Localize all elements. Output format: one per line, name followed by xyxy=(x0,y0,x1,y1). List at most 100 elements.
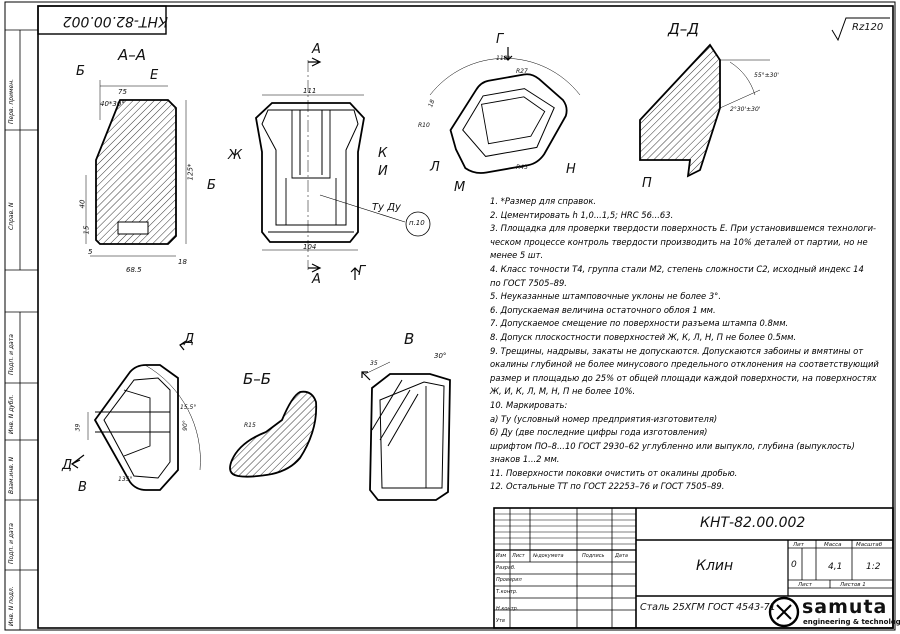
note-line: ческом процессе контроль твердости произ… xyxy=(490,236,868,247)
dim-r10: R10 xyxy=(418,122,430,129)
note-line: размер и площадью до 25% от общей площад… xyxy=(490,372,877,383)
side-label-inv-podl: Инв. N подл. xyxy=(8,586,15,626)
dim-5: 5 xyxy=(88,248,93,256)
dim-90deg: 90° xyxy=(181,420,189,431)
side-label-inv-dubl: Инв. N дубл. xyxy=(8,394,15,434)
item-ref-p10: п.10 xyxy=(409,219,425,227)
outer-frame xyxy=(4,1,896,631)
tb-col-date: Дата xyxy=(615,553,628,559)
label-v-bottom: В xyxy=(78,480,87,495)
title-scale: 1:2 xyxy=(866,562,881,572)
dim-55deg: 55°±30' xyxy=(754,72,779,79)
dim-30deg: 30° xyxy=(434,352,447,360)
tb-col-sign: Подпись xyxy=(582,553,605,559)
label-d-bottom: Д xyxy=(62,458,73,473)
view-label-v: В xyxy=(404,330,415,348)
title-col-scale: Масштаб xyxy=(856,542,883,548)
dim-40: 40 xyxy=(78,199,87,209)
dim-2deg30: 2°30'±30' xyxy=(730,106,761,113)
label-d-top: Д xyxy=(184,332,195,347)
dim-r15: R15 xyxy=(244,422,256,429)
dim-40x30: 40*30° xyxy=(100,100,125,108)
tb-col-doc: №докумета xyxy=(533,553,564,559)
note-line: а) Ту (условный номер предприятия-изгото… xyxy=(490,413,718,424)
view-v xyxy=(364,361,451,501)
note-line: Ж, И, К, Л, М, Н, П не более 10%. xyxy=(490,386,636,397)
roughness-value: Rz120 xyxy=(852,22,884,33)
dim-r27: R27 xyxy=(516,68,528,75)
dim-15: 15 xyxy=(82,225,91,235)
label-l: Л xyxy=(430,160,440,175)
label-e: Е xyxy=(150,68,159,83)
dim-r45: R45 xyxy=(516,164,528,171)
dim-39: 39 xyxy=(74,423,82,432)
dim-111: 111 xyxy=(303,87,317,95)
tb-col-izm: Изм xyxy=(496,553,507,559)
roughness-sign xyxy=(831,17,890,42)
view-g xyxy=(429,58,581,174)
note-line: 9. Трещины, надрывы, закаты не допускают… xyxy=(490,345,864,356)
note-line: менее 5 шт. xyxy=(490,250,544,261)
samuta-logo xyxy=(768,596,800,628)
tb-role-proveril: Проверил xyxy=(496,577,522,583)
note-line: 12. Остальные ТТ по ГОСТ 22253–76 и ГОСТ… xyxy=(490,481,725,492)
note-line: по ГОСТ 7505–89. xyxy=(490,277,567,288)
label-i: И xyxy=(378,164,388,179)
title-material: Сталь 25ХГМ ГОСТ 4543-71 xyxy=(640,602,776,613)
side-label-perv: Перв. примен. xyxy=(8,78,15,124)
label-n: Н xyxy=(566,162,576,177)
label-b-left: Б xyxy=(76,64,85,79)
view-label-aa: А–А xyxy=(118,46,147,64)
title-col-mass: Масса xyxy=(824,542,842,548)
title-name: Клин xyxy=(696,558,734,574)
dim-75: 75 xyxy=(118,88,127,96)
label-tu-du: Ту Ду xyxy=(372,202,401,213)
label-a-bottom: А xyxy=(312,272,321,287)
dim-68-5: 68.5 xyxy=(126,266,142,274)
dim-104: 104 xyxy=(303,243,317,251)
front-view xyxy=(255,60,406,270)
label-k: К xyxy=(378,146,388,161)
side-label-podp1: Подп. и дата xyxy=(8,334,15,375)
label-g-bottom: Г xyxy=(358,264,366,279)
logo-tagline: engineering & technology xyxy=(803,618,900,626)
note-line: 8. Допуск плоскостности поверхностей Ж, … xyxy=(490,331,797,342)
side-label-sprav: Справ. N xyxy=(8,202,15,230)
tb-col-list: Лист xyxy=(512,553,525,559)
note-line: 6. Допускаемая величина остаточного обло… xyxy=(490,304,716,315)
note-line: 2. Цементировать h 1,0...1,5; HRC 56...6… xyxy=(490,209,674,220)
note-line: знаков 1...2 мм. xyxy=(490,454,560,465)
title-sheets: Листов 1 xyxy=(840,582,866,588)
view-label-dd: Д–Д xyxy=(668,20,699,38)
label-m: М xyxy=(454,180,466,195)
inner-frame xyxy=(37,5,894,629)
note-line: 4. Класс точности Т4, группа стали М2, с… xyxy=(490,263,864,274)
logo-name: samuta xyxy=(802,596,888,618)
title-designation: КНТ-82.00.002 xyxy=(700,515,806,531)
note-line: 10. Маркировать: xyxy=(490,399,568,410)
note-line: б) Ду (две последние цифры года изготовл… xyxy=(490,427,708,438)
dim-125: 125* xyxy=(186,163,195,181)
bottom-view xyxy=(87,364,201,491)
title-lit: 0 xyxy=(791,560,797,570)
dim-18: 18 xyxy=(178,258,187,266)
dim-135deg: 135° xyxy=(118,476,133,483)
note-line: окалины глубиной не более минусового пре… xyxy=(490,359,879,370)
section-a-a xyxy=(85,80,187,257)
note-line: шрифтом ПО–8...10 ГОСТ 2930–62 углубленн… xyxy=(490,440,855,451)
note-line: 11. Поверхности поковки очистить от окал… xyxy=(490,467,738,478)
drawing-number-rotated: КНТ-82.00.002 xyxy=(62,13,168,29)
drawing-number-box xyxy=(37,5,167,35)
title-mass: 4,1 xyxy=(828,562,843,572)
section-d-d xyxy=(639,43,770,178)
view-label-bb: Б–Б xyxy=(243,370,272,388)
section-b-b xyxy=(229,390,318,478)
note-line: 1. *Размер для справок. xyxy=(490,196,597,206)
label-b-right: Б xyxy=(207,178,216,193)
tb-role-razrab: Разраб. xyxy=(496,565,516,571)
label-a-top: А xyxy=(312,42,321,57)
title-col-lit: Лит xyxy=(793,542,804,548)
dim-35: 35 xyxy=(370,360,378,367)
label-p: П xyxy=(642,176,652,191)
note-line: 5. Неуказанные штамповочные уклоны не бо… xyxy=(490,291,722,302)
